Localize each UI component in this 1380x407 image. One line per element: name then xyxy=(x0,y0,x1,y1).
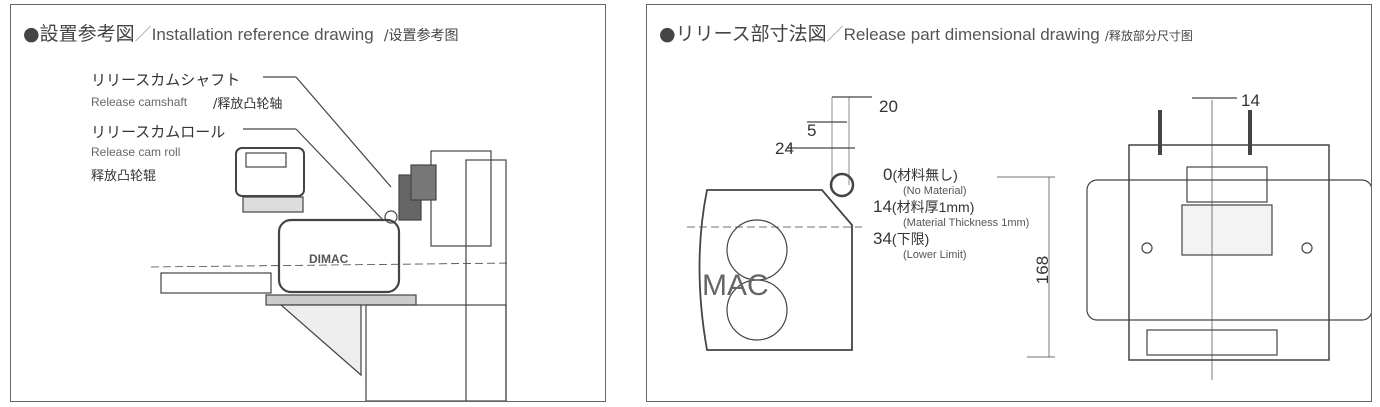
camshaft-label-cn: /释放凸轮轴 xyxy=(213,97,283,112)
dim-24: 24 xyxy=(775,139,794,158)
camroll-label-cn: 释放凸轮辊 xyxy=(91,169,157,184)
camroll-label-en: Release cam roll xyxy=(91,145,181,159)
dim-14-front: 14 xyxy=(1241,91,1260,110)
camshaft-label-en: Release camshaft xyxy=(91,95,188,109)
dim-168: 168 xyxy=(1033,255,1053,285)
installation-title: ●設置参考図／Installation reference drawing /设… xyxy=(23,23,459,45)
release-dimension-panel: ●リリース部寸法図／Release part dimensional drawi… xyxy=(646,4,1372,402)
camroll-label-jp: リリースカムロール xyxy=(91,123,226,141)
dimac-logo: DIMAC xyxy=(309,252,349,266)
mac-logo: MAC xyxy=(702,269,769,302)
installation-reference-panel: ●設置参考図／Installation reference drawing /设… xyxy=(10,4,606,402)
dim-5: 5 xyxy=(807,121,817,140)
dim-20: 20 xyxy=(879,97,898,116)
installation-drawing: DIMAC xyxy=(150,76,512,401)
camshaft-label-jp: リリースカムシャフト xyxy=(91,71,241,89)
release-drawing: MAC xyxy=(687,96,1371,380)
release-title: ●リリース部寸法図／Release part dimensional drawi… xyxy=(659,23,1193,45)
